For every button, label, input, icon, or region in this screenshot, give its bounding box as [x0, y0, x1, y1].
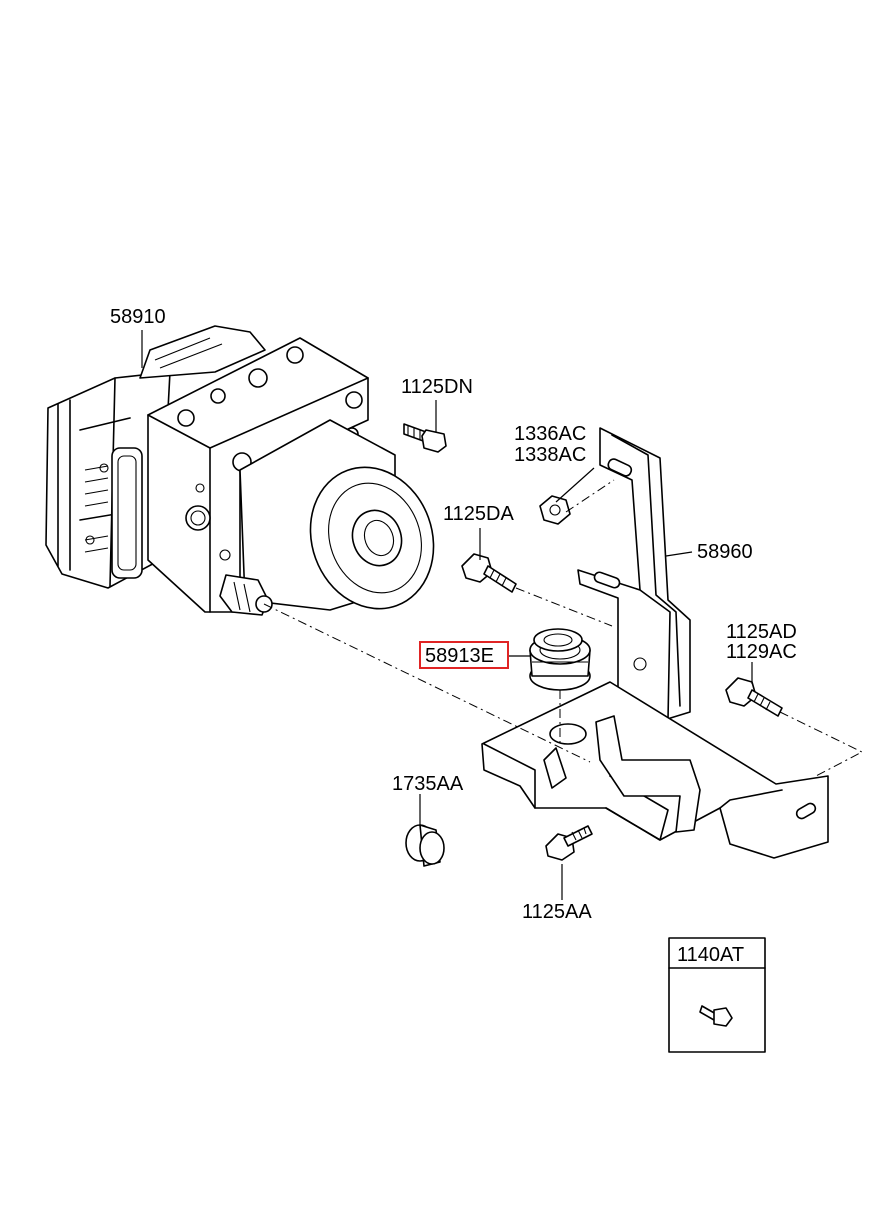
part-labels: 58910 1125DN 1336AC 1338AC 1125DA 58960 …	[110, 306, 797, 923]
assembly-lines	[263, 479, 864, 777]
label-1336ac: 1336AC	[514, 423, 586, 445]
nut-1336ac-drawing	[539, 495, 571, 525]
inset-box: 1140AT	[668, 937, 766, 1053]
label-1125ad: 1125AD	[726, 621, 797, 643]
label-58910: 58910	[110, 306, 166, 328]
leader-lines	[141, 330, 753, 900]
bolt-1125ad-drawing	[725, 677, 783, 717]
bracket-drawing	[481, 427, 829, 859]
label-58913e: 58913E	[425, 645, 494, 667]
bushing-drawing	[529, 628, 591, 691]
bolt-1125aa-drawing	[545, 825, 593, 861]
label-1125da: 1125DA	[443, 503, 514, 525]
bolt-1125dn-drawing	[403, 423, 447, 453]
label-58960: 58960	[697, 541, 753, 563]
label-1129ac: 1129AC	[726, 641, 797, 663]
label-1125dn: 1125DN	[401, 376, 473, 398]
label-1338ac: 1338AC	[514, 444, 586, 466]
grommet-1735aa-drawing	[405, 824, 445, 867]
abs-unit-drawing	[45, 325, 435, 616]
highlight-box	[419, 641, 509, 669]
label-1140at: 1140AT	[677, 944, 744, 966]
bolt-1125da-drawing	[461, 553, 517, 593]
label-1735aa: 1735AA	[392, 773, 464, 795]
label-1125aa: 1125AA	[522, 901, 592, 923]
inset-bolt-drawing	[699, 1005, 733, 1027]
